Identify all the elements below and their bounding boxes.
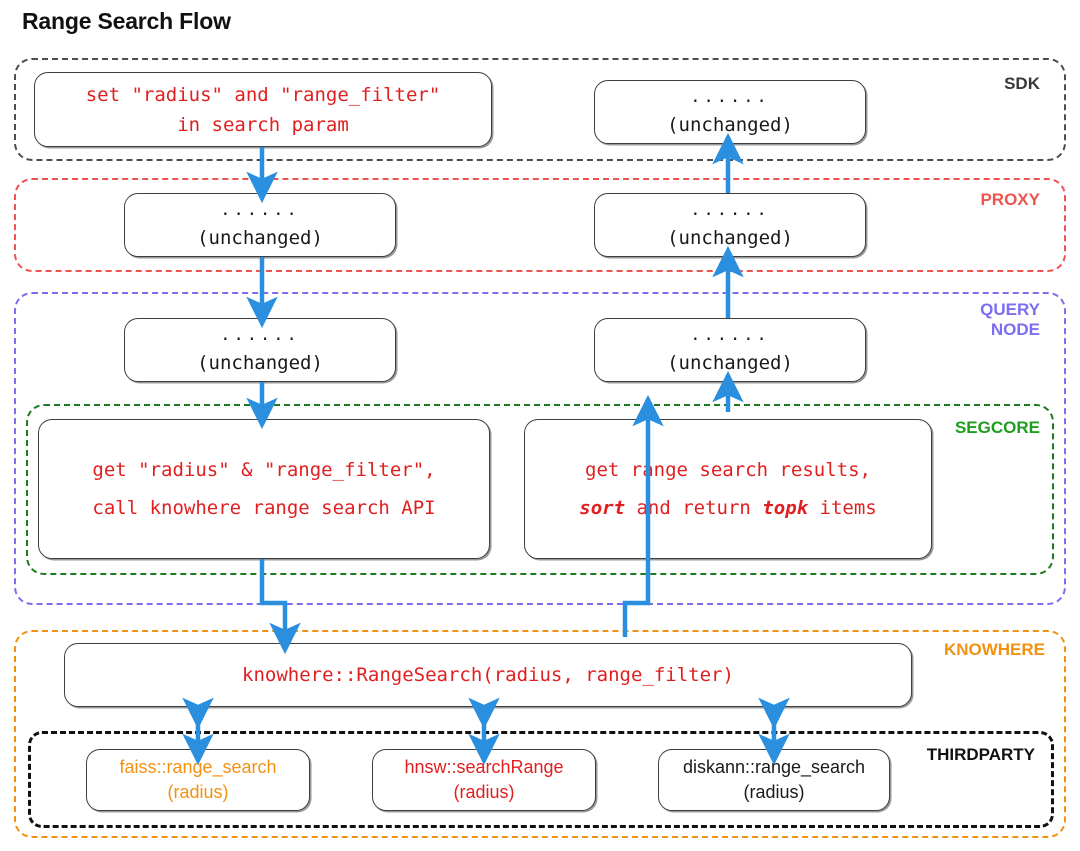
- node-thirdparty-hnsw-line2: (radius): [453, 782, 515, 802]
- node-thirdparty-diskann-line1: diskann::range_search: [682, 757, 866, 777]
- node-query-node-unchanged-right[interactable]: ...... (unchanged): [594, 318, 866, 382]
- layer-sdk: [14, 58, 1066, 161]
- node-query-node-unchanged-left[interactable]: ...... (unchanged): [124, 318, 396, 382]
- node-sdk-unchanged-dots: ......: [690, 87, 770, 107]
- layer-label-thirdparty: THIRDPARTY: [926, 745, 1035, 764]
- layer-label-knowhere: KNOWHERE: [943, 640, 1045, 659]
- node-segcore-sort-return[interactable]: get range search results, sort and retur…: [524, 419, 932, 559]
- segcore-topk-keyword: topk: [762, 497, 809, 519]
- node-segcore-call-knowhere-line1: get "radius" & "range_filter",: [92, 459, 436, 481]
- node-thirdparty-faiss[interactable]: faiss::range_search (radius): [86, 749, 310, 811]
- node-sdk-set-params-line1: set "radius" and "range_filter": [85, 83, 441, 106]
- layer-label-segcore: SEGCORE: [954, 418, 1040, 437]
- node-knowhere-rangesearch[interactable]: knowhere::RangeSearch(radius, range_filt…: [64, 643, 912, 707]
- node-proxy-unchanged-left[interactable]: ...... (unchanged): [124, 193, 396, 257]
- node-segcore-sort-return-line1: get range search results,: [585, 459, 871, 481]
- layer-label-proxy: PROXY: [980, 190, 1040, 209]
- layer-label-query-node: QUERY NODE: [980, 300, 1040, 339]
- node-segcore-call-knowhere-line2: call knowhere range search API: [92, 497, 436, 519]
- node-proxy-unchanged-right[interactable]: ...... (unchanged): [594, 193, 866, 257]
- node-knowhere-rangesearch-label: knowhere::RangeSearch(radius, range_filt…: [242, 664, 734, 686]
- node-thirdparty-faiss-line2: (radius): [167, 782, 229, 802]
- node-thirdparty-diskann[interactable]: diskann::range_search (radius): [658, 749, 890, 811]
- layer-segcore: [26, 404, 1054, 575]
- segcore-sort-keyword: sort: [579, 497, 626, 519]
- segcore-line2-mid: and return: [625, 497, 763, 519]
- node-qn-right-dots: ......: [690, 325, 770, 345]
- node-segcore-sort-return-line2: sort and return topk items: [525, 489, 931, 527]
- node-qn-left-label: (unchanged): [197, 352, 323, 374]
- node-thirdparty-faiss-line1: faiss::range_search: [119, 757, 277, 777]
- node-proxy-left-label: (unchanged): [197, 227, 323, 249]
- node-proxy-right-label: (unchanged): [667, 227, 793, 249]
- layer-label-sdk: SDK: [1004, 74, 1040, 93]
- node-proxy-right-dots: ......: [690, 200, 770, 220]
- node-sdk-unchanged-label: (unchanged): [667, 114, 793, 136]
- node-qn-left-dots: ......: [220, 325, 300, 345]
- layer-knowhere: [14, 630, 1066, 838]
- node-sdk-unchanged[interactable]: ...... (unchanged): [594, 80, 866, 144]
- node-sdk-set-params[interactable]: set "radius" and "range_filter" in searc…: [34, 72, 492, 147]
- node-thirdparty-diskann-line2: (radius): [743, 782, 805, 802]
- layer-query-node: [14, 292, 1066, 605]
- page-title: Range Search Flow: [22, 8, 231, 34]
- layer-proxy: [14, 178, 1066, 272]
- segcore-line2-end: items: [808, 497, 877, 519]
- node-sdk-set-params-line2: in search param: [177, 113, 349, 136]
- node-thirdparty-hnsw[interactable]: hnsw::searchRange (radius): [372, 749, 596, 811]
- node-qn-right-label: (unchanged): [667, 352, 793, 374]
- node-segcore-call-knowhere[interactable]: get "radius" & "range_filter", call know…: [38, 419, 490, 559]
- node-thirdparty-hnsw-line1: hnsw::searchRange: [404, 757, 564, 777]
- layer-thirdparty: [28, 731, 1054, 828]
- node-proxy-left-dots: ......: [220, 200, 300, 220]
